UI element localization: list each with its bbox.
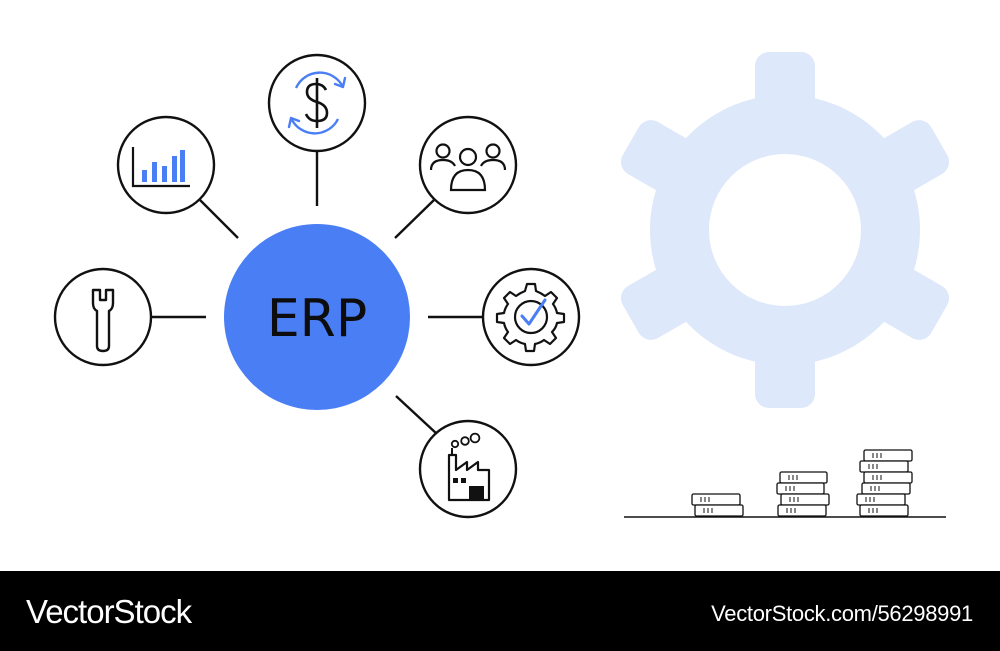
node-team bbox=[418, 115, 518, 215]
erp-illustration: ERP bbox=[53, 52, 950, 519]
bar-chart-icon bbox=[131, 147, 190, 188]
gear-check-icon bbox=[495, 282, 566, 353]
erp-hub: ERP bbox=[224, 224, 410, 410]
team-icon bbox=[429, 143, 507, 192]
node-wrench bbox=[53, 267, 153, 367]
coin-stacks-icon bbox=[624, 449, 946, 518]
factory-icon bbox=[447, 432, 491, 502]
footer-bar: VectorStock VectorStock.com/56298991 bbox=[0, 571, 1000, 651]
node-analytics bbox=[116, 115, 216, 215]
node-operations bbox=[481, 267, 581, 367]
stock-id: VectorStock.com/56298991 bbox=[711, 601, 973, 626]
connector-lines bbox=[151, 152, 483, 435]
dollar-cycle-icon bbox=[287, 71, 347, 135]
wrench-icon bbox=[91, 288, 115, 353]
hub-label: ERP bbox=[267, 289, 367, 349]
node-manufacturing bbox=[418, 419, 518, 519]
node-finance bbox=[267, 53, 367, 153]
large-gear-icon bbox=[620, 52, 950, 408]
vectorstock-logo: VectorStock bbox=[26, 593, 192, 630]
